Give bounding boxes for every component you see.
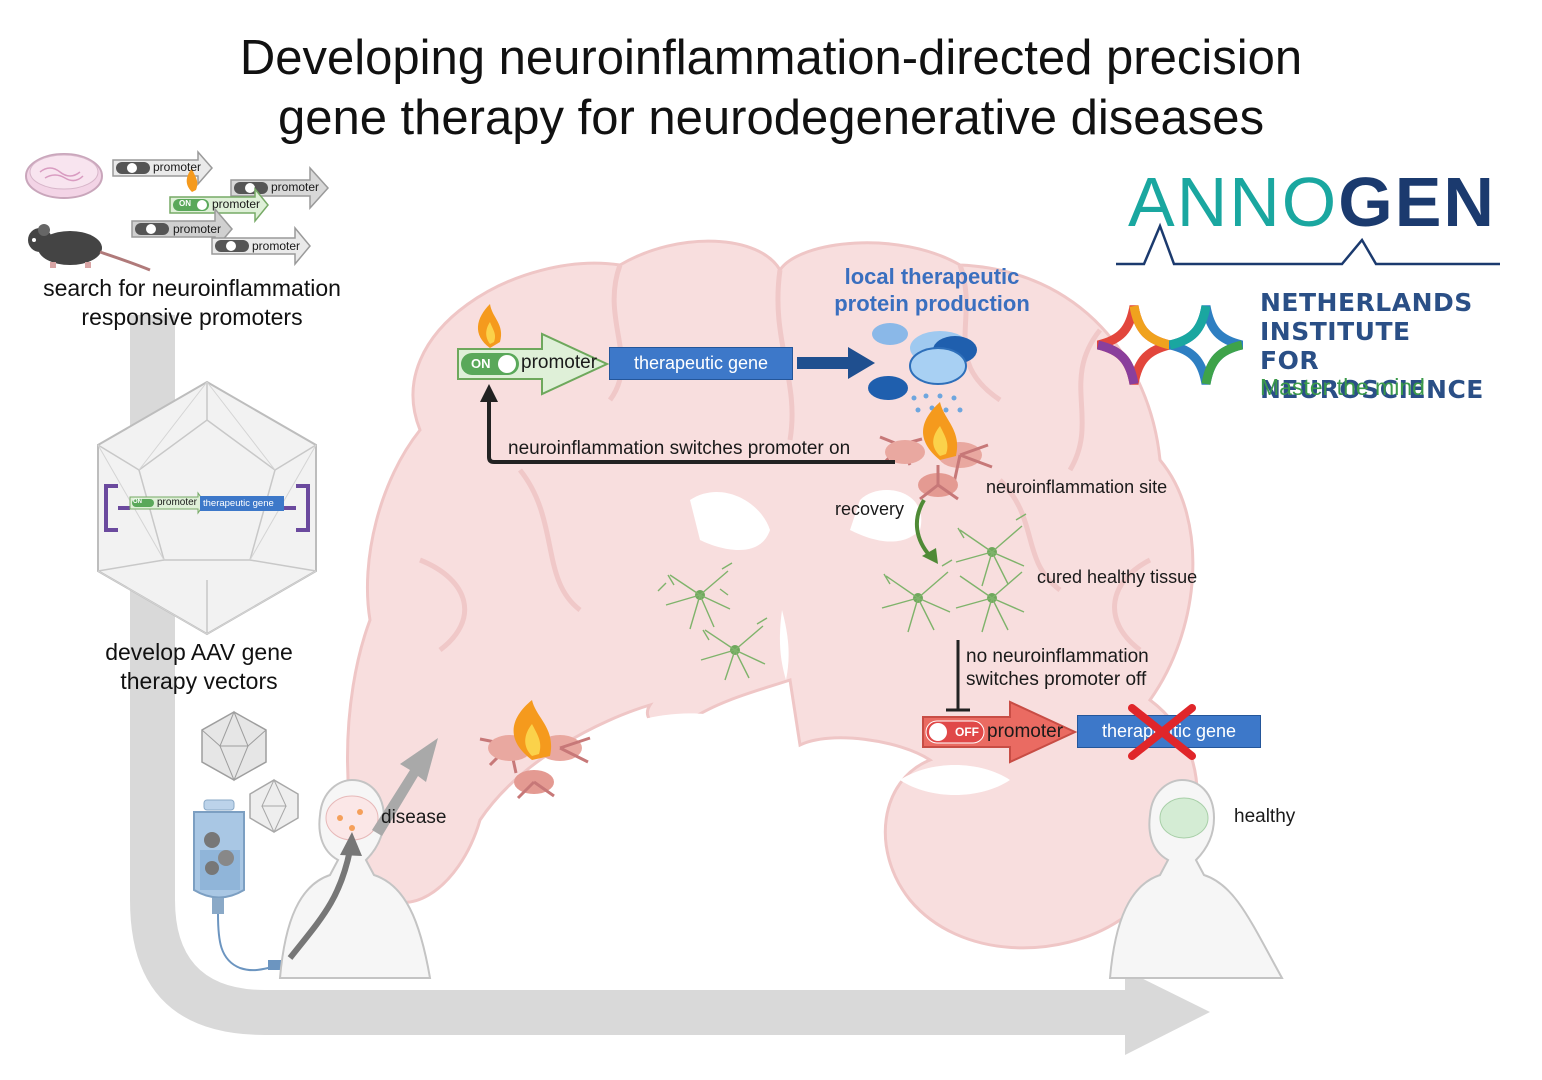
promoter-label-tiny: promoter	[157, 497, 198, 508]
healthy-microglia-icon	[657, 513, 1027, 681]
promoter-arrow-4	[211, 225, 311, 267]
healthy-label: healthy	[1234, 806, 1296, 827]
inflammation-site-label: neuroinflammation site	[986, 477, 1168, 497]
therapeutic-gene-box: therapeutic gene	[609, 347, 793, 380]
aav-capsid-icon	[97, 380, 317, 636]
switch-off-inhibition	[946, 640, 970, 712]
page-title: Developing neuroinflammation-directed pr…	[0, 28, 1542, 148]
inflamed-cells-icon	[879, 402, 993, 501]
nin-tagline: Master the mind	[1260, 374, 1425, 400]
promoter-label-small: promoter	[212, 197, 261, 211]
small-capsid-icons	[201, 710, 299, 834]
promoter-arrow-3	[131, 206, 233, 252]
patient-disease-icon	[278, 778, 432, 979]
nin-logo-text: NETHERLANDS INSTITUTE FOR NEUROSCIENCE	[1260, 288, 1484, 404]
annogen-pulse-line	[1116, 222, 1500, 266]
title-line-2: gene therapy for neurodegenerative disea…	[277, 91, 1265, 145]
promoter-label: promoter	[521, 352, 598, 373]
promoter-off-construct	[922, 700, 1078, 764]
promoter-label-small: promoter	[271, 180, 320, 194]
title-line-1: Developing neuroinflammation-directed pr…	[239, 31, 1303, 85]
inflamed-cells-icon-left	[479, 700, 591, 800]
zoom-arrow	[372, 738, 438, 836]
switch-off-label: no neuroinflammation switches promoter o…	[966, 646, 1149, 690]
promoter-label-small: promoter	[252, 239, 301, 253]
local-production-label: local therapeutic protein production	[834, 264, 1030, 316]
promoter-screen-arrows	[112, 150, 330, 267]
nin-logo-mark	[1096, 305, 1244, 385]
on-label-tiny: ON	[133, 499, 142, 505]
annogen-logo: ANNOGEN	[1128, 162, 1496, 242]
annogen-part1: ANNO	[1128, 163, 1339, 241]
promoter-label-small: promoter	[173, 222, 222, 236]
switch-on-label: neuroinflammation switches promoter on	[508, 438, 851, 459]
recovery-label: recovery	[835, 499, 905, 519]
aav-caption: develop AAV gene therapy vectors	[105, 639, 293, 694]
cured-tissue-label: cured healthy tissue	[1037, 567, 1198, 587]
flame-icon	[186, 168, 198, 192]
cross-out-icon	[1128, 704, 1196, 760]
promoter-arrow-1	[112, 150, 213, 186]
disease-label: disease	[381, 807, 447, 828]
on-label-small: ON	[179, 199, 191, 208]
brain-illustration	[346, 239, 1199, 950]
promoter-on-construct	[457, 332, 610, 396]
petri-dish-icon	[25, 153, 103, 199]
patient-healthy-icon	[1108, 778, 1284, 979]
promoter-label-small: promoter	[153, 160, 202, 174]
gene-label-tiny: therapeutic gene	[203, 498, 274, 509]
recovery-arrow	[914, 498, 932, 558]
on-label: ON	[471, 356, 491, 371]
iv-bag-icon	[193, 799, 282, 972]
protein-cloud-icon	[868, 323, 977, 413]
search-caption: search for neuroinflammation responsive …	[43, 275, 341, 330]
promoter-arrow-2	[230, 166, 330, 210]
promoter-arrow-on	[169, 186, 269, 224]
off-label: OFF	[955, 725, 979, 739]
switch-on-arrow	[487, 400, 895, 464]
production-arrow	[797, 347, 875, 379]
mouse-icon	[28, 224, 151, 272]
promoter-off-label: promoter	[987, 721, 1064, 742]
annogen-part2: GEN	[1338, 163, 1496, 241]
